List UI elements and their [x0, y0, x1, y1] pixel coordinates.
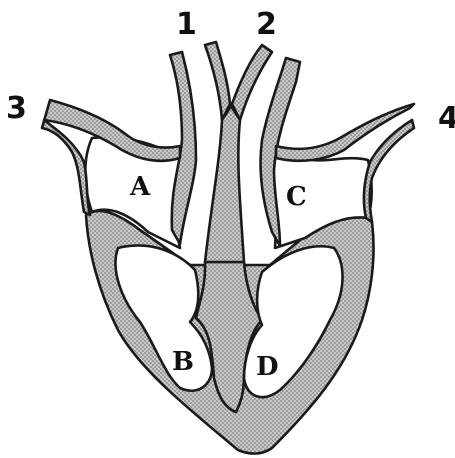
vessel-2-left-branch: [205, 42, 230, 120]
vessel-label-4: 4: [438, 101, 455, 136]
chamber-label-d: D: [256, 352, 279, 382]
chamber-label-c: C: [286, 182, 307, 212]
chamber-label-a: A: [129, 172, 151, 202]
vessel-label-2: 2: [256, 7, 277, 42]
vessel-2-trunk: [205, 106, 244, 262]
vessel-label-3: 3: [6, 91, 27, 126]
chamber-label-b: B: [172, 347, 194, 377]
vessel-label-1: 1: [176, 7, 197, 42]
vessel-2-right-branch: [232, 45, 272, 120]
